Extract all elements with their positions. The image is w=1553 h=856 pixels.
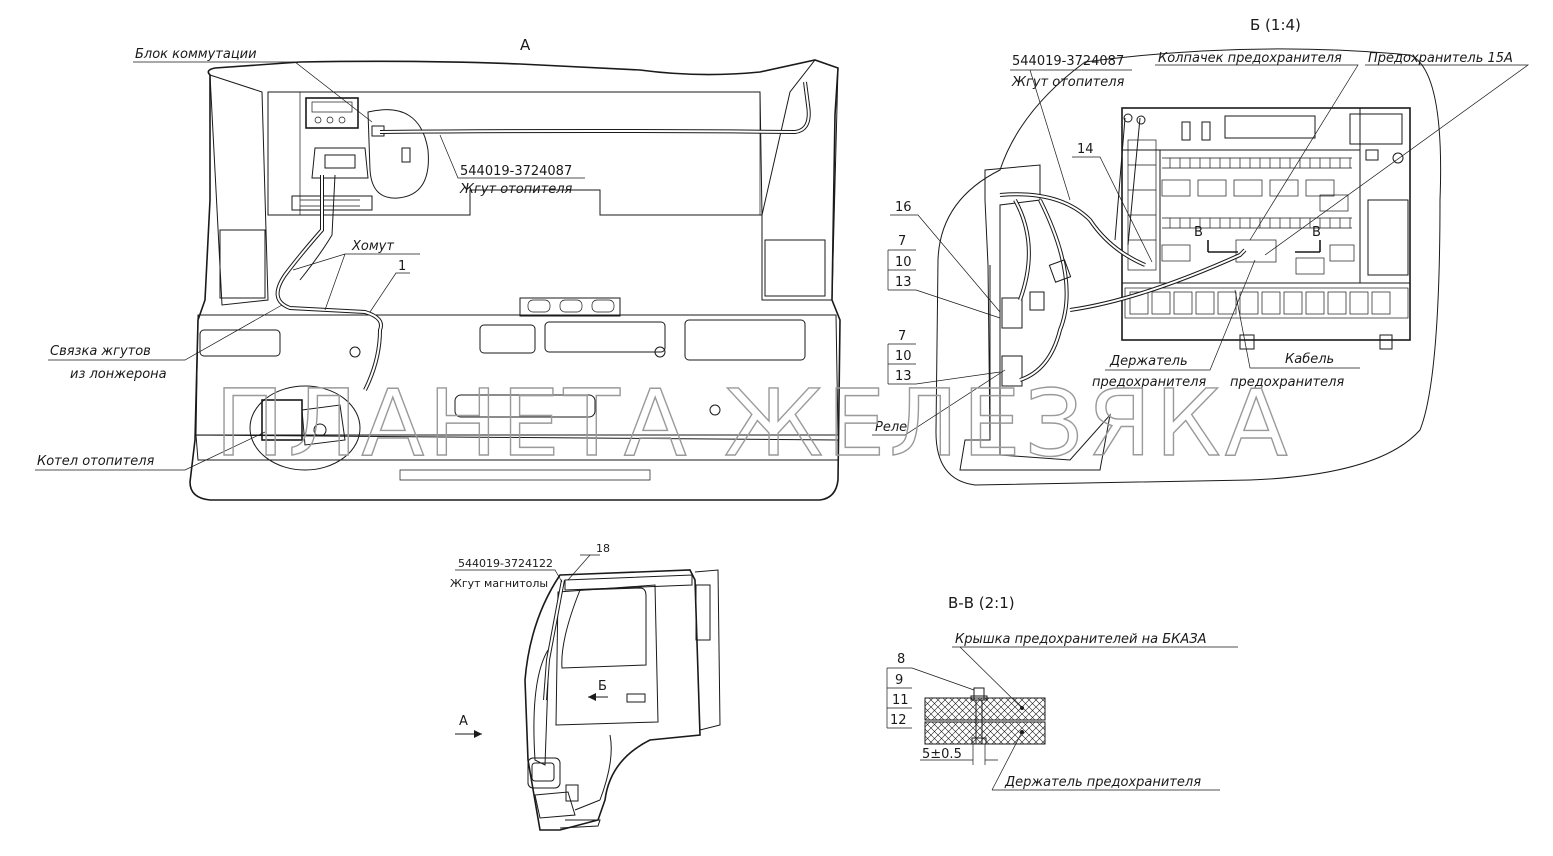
label-harness-name-a: Жгут отопителя xyxy=(459,182,573,197)
heater-boiler xyxy=(261,399,303,441)
arrow-b-label: Б xyxy=(598,679,607,694)
label-holder-line1: Держатель xyxy=(1109,354,1188,369)
svg-text:10: 10 xyxy=(895,349,912,364)
label-harness-code-c: 544019-3724122 xyxy=(458,557,553,570)
section-vv: В-В (2:1) 8 9 11 12 5±0.5 Крышка предохр… xyxy=(886,594,1238,791)
label-clamp: Хомут xyxy=(351,239,394,254)
label-item-14: 14 xyxy=(1077,142,1094,157)
label-harness-name-c: Жгут магнитолы xyxy=(450,577,548,590)
view-b: Б (1:4) xyxy=(872,16,1530,486)
fuse-row-lower xyxy=(1161,217,1355,275)
control-display xyxy=(305,97,359,129)
arrow-a-label: А xyxy=(459,714,468,729)
right-pillar xyxy=(761,59,839,301)
label-item-18: 18 xyxy=(596,542,610,555)
lower-panel xyxy=(195,314,839,436)
fuse-box-panel xyxy=(1121,107,1411,341)
holder-layer xyxy=(924,721,1046,745)
dimension-label: 5±0.5 xyxy=(922,747,962,762)
svg-text:7: 7 xyxy=(898,234,906,249)
side-connectors xyxy=(1127,139,1157,271)
cab-door xyxy=(555,584,659,726)
detail-boundary xyxy=(935,48,1442,486)
harness-down-wire xyxy=(275,175,383,391)
label-item-1: 1 xyxy=(398,259,406,274)
mirror xyxy=(533,649,549,766)
label-holder-line2: предохранителя xyxy=(1092,375,1206,390)
bracket xyxy=(311,147,369,179)
view-a-title: А xyxy=(520,36,531,54)
label-fuse-15a: Предохранитель 15А xyxy=(1368,51,1513,66)
relay-bracket xyxy=(959,164,1111,471)
svg-text:12: 12 xyxy=(890,713,907,728)
view-b-title: Б (1:4) xyxy=(1250,16,1301,34)
label-harness-name-b: Жгут отопителя xyxy=(1011,75,1125,90)
left-pillar xyxy=(209,74,269,306)
section-mark-right: В xyxy=(1312,225,1321,240)
cab-outline xyxy=(524,569,701,831)
cab-side-view: А Б 544019-3724122 Жгут магнитолы 18 xyxy=(450,542,721,831)
section-mark-left: В xyxy=(1194,225,1203,240)
cover-layer xyxy=(924,697,1046,721)
label-bundle-line1: Связка жгутов xyxy=(50,344,151,359)
svg-text:9: 9 xyxy=(895,673,903,688)
label-switch-block: Блок коммутации xyxy=(135,47,257,62)
item-stack-2: 7 10 13 xyxy=(887,329,1001,385)
label-bundle-line2: из лонжерона xyxy=(70,367,167,382)
fuse-row-upper xyxy=(1161,157,1352,212)
section-item-stack: 8 9 11 12 xyxy=(886,652,975,729)
svg-text:13: 13 xyxy=(895,275,912,290)
view-a: А xyxy=(35,36,841,501)
svg-text:13: 13 xyxy=(895,369,912,384)
section-title: В-В (2:1) xyxy=(948,594,1015,612)
label-relay: Реле xyxy=(875,420,907,435)
svg-text:10: 10 xyxy=(895,255,912,270)
item-stack-1: 7 10 13 xyxy=(887,234,1001,319)
label-fuse-cap: Колпачек предохранителя xyxy=(1158,51,1342,66)
cab-panel-outline xyxy=(189,59,841,501)
svg-text:8: 8 xyxy=(897,652,905,667)
label-harness-code-a: 544019-3724087 xyxy=(460,164,572,179)
label-item-16: 16 xyxy=(895,200,912,215)
label-cover: Крышка предохранителей на БКАЗА xyxy=(955,632,1206,647)
label-section-holder: Держатель предохранителя xyxy=(1004,775,1201,790)
label-harness-code-b: 544019-3724087 xyxy=(1012,54,1124,69)
label-boiler: Котел отопителя xyxy=(37,454,155,469)
connector-row xyxy=(1124,287,1409,319)
switch-block-area xyxy=(367,109,429,199)
watermark: ПЛАНЕТА ЖЕЛЕЗЯКА xyxy=(215,370,1292,477)
svg-text:11: 11 xyxy=(892,693,909,708)
svg-text:7: 7 xyxy=(898,329,906,344)
cab-window xyxy=(561,587,647,669)
heater-harness-wire xyxy=(379,81,811,135)
label-cable-line1: Кабель xyxy=(1285,352,1334,367)
label-cable-line2: предохранителя xyxy=(1230,375,1344,390)
view-b-harness xyxy=(999,192,1146,382)
boiler-detail-circle xyxy=(249,385,361,471)
connector-strip xyxy=(291,195,373,211)
